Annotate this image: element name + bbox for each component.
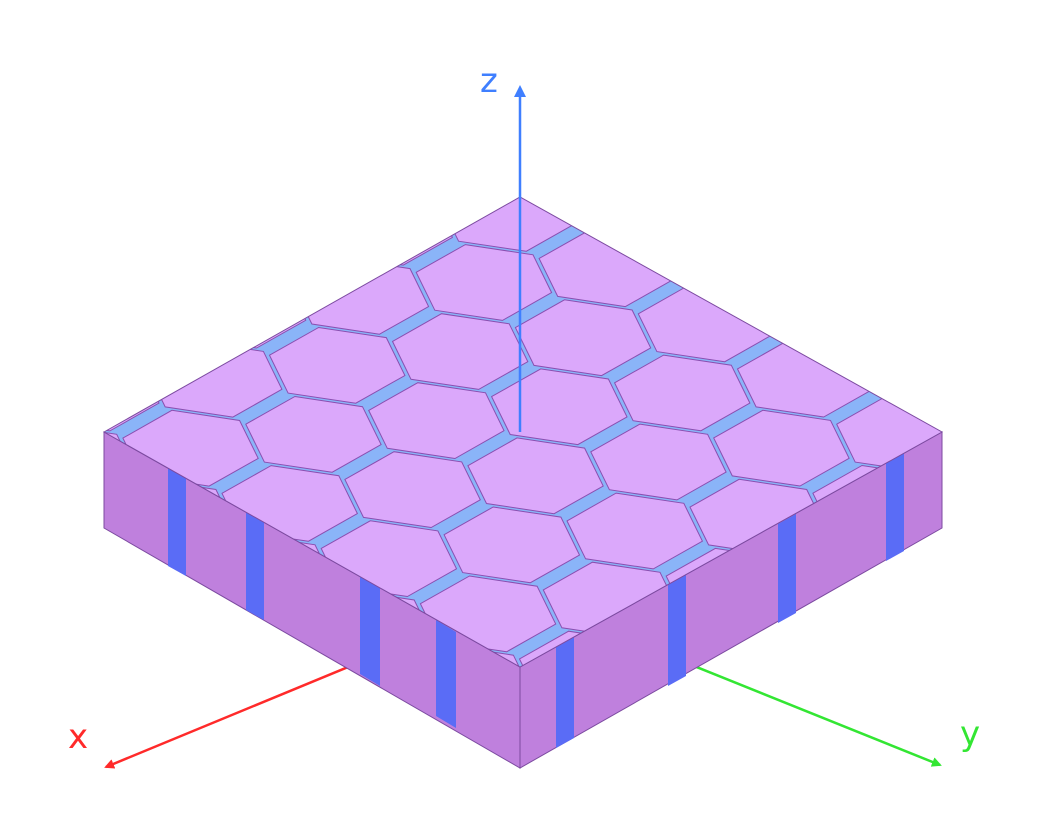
- y-axis-label: y: [960, 714, 980, 754]
- hexagon-cell: [268, 326, 406, 404]
- hexagon-cell: [464, 107, 599, 183]
- hexagon-cell: [415, 244, 553, 321]
- hexagon-cell: [1011, 576, 1062, 652]
- slab-top-outline: [102, 196, 944, 668]
- hexagon-cell: [760, 271, 898, 349]
- hexagon-cell: [887, 589, 942, 667]
- hexagon-cell: [713, 409, 850, 487]
- side-wall-stripes: [168, 453, 904, 748]
- hexagon-cell: [391, 313, 529, 390]
- hexagon-cell: [193, 202, 331, 280]
- hexagon-cell: [0, 369, 36, 445]
- hexagon-cell: [562, 197, 699, 239]
- hexagon-cell: [1035, 507, 1062, 583]
- hexagon-cell: [935, 451, 942, 529]
- hexagon-cell: [590, 423, 727, 501]
- z-axis-label: z: [480, 61, 498, 101]
- hexagon-cell: [490, 368, 628, 446]
- hexagon-cell: [859, 326, 942, 404]
- hexagon-cell: [514, 299, 652, 377]
- hexagon-cell: [613, 354, 751, 432]
- hexagon-cell: [104, 285, 184, 363]
- hexagon-cell: [661, 216, 799, 294]
- hexagon-cell: [341, 120, 476, 196]
- hexagon-cell: [742, 673, 877, 749]
- hexagon-cell: [718, 742, 853, 818]
- hexagon-cell: [595, 756, 730, 825]
- hexagon-cell: [245, 395, 382, 473]
- x-axis-label: x: [68, 717, 88, 757]
- hexagon-cell: [960, 383, 1062, 459]
- hexagon-cell: [566, 492, 704, 570]
- hexagon-cell: [344, 451, 481, 529]
- hexagon-cell: [368, 382, 505, 460]
- hexagon-cell: [443, 506, 581, 584]
- hexagon-cell: [467, 437, 604, 515]
